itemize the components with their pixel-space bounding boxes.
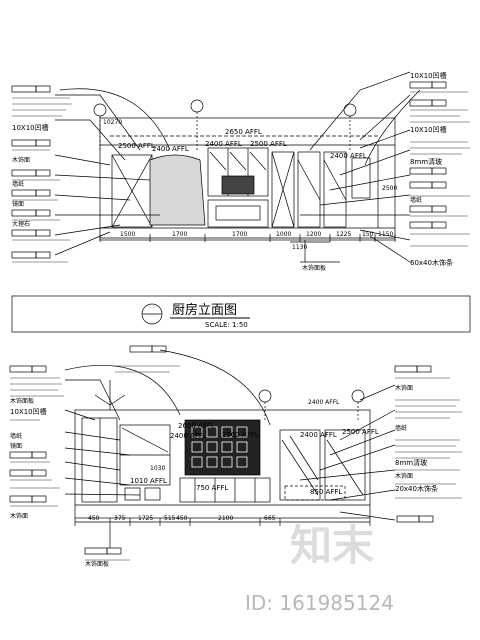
lower-ceiling-dim: 2500 AFFL bbox=[222, 431, 259, 439]
upper-base-cabinet bbox=[207, 199, 269, 228]
upper-right-note: 8mm清玻 bbox=[410, 157, 442, 166]
lower-left-note: 10X10凹槽 bbox=[10, 407, 47, 416]
upper-bottom-dim: 150 bbox=[362, 231, 374, 238]
lower-right-note: 8mm清玻 bbox=[395, 458, 427, 467]
upper-right-note: 10X10凹槽 bbox=[410, 125, 447, 134]
upper-ceiling-dim: 2500 AFFL bbox=[118, 142, 155, 150]
lower-mid-dim: 1010 AFFL bbox=[130, 477, 167, 485]
upper-left-note: 木饰面 bbox=[12, 156, 30, 164]
lower-left-note: 镜面 bbox=[10, 442, 22, 450]
upper-bottom-dim: 1700 bbox=[172, 231, 187, 238]
upper-right-door-2 bbox=[297, 151, 321, 228]
lower-bottom-dim: 450 bbox=[88, 515, 100, 522]
watermark-brand: 知末 bbox=[290, 521, 374, 570]
upper-bottom-dim: 1225 bbox=[336, 231, 351, 238]
upper-side-dim: 2500 bbox=[382, 185, 397, 192]
illegible-note-lines bbox=[12, 91, 470, 263]
lower-bottom-dim: 515 bbox=[164, 515, 176, 522]
upper-right-note: 60x40木饰条 bbox=[410, 258, 453, 267]
lower-mid-dim: 850 AFFL bbox=[310, 488, 342, 496]
upper-ceiling-dim: 2400 AFFL bbox=[330, 152, 367, 160]
lower-ceiling-dim: 2400 AFFL bbox=[300, 431, 337, 439]
lower-bottom-dim: 450 bbox=[176, 515, 188, 522]
upper-outline bbox=[99, 117, 396, 241]
lower-glass-door-2 bbox=[324, 429, 366, 501]
section-marker bbox=[93, 103, 107, 117]
upper-right-door-3 bbox=[323, 151, 347, 228]
upper-right-note: 10X10凹槽 bbox=[410, 71, 447, 80]
upper-ceiling-dim: 2400 AFFL bbox=[205, 140, 242, 148]
lower-mosaic-panel bbox=[184, 419, 261, 476]
lower-drawer-row bbox=[284, 485, 346, 501]
upper-bottom-dim: 1000 bbox=[276, 231, 291, 238]
lower-bottom-note: 木饰面板 bbox=[85, 560, 109, 568]
upper-right-note: 墙纸 bbox=[410, 196, 422, 204]
lower-outline bbox=[74, 409, 371, 519]
lower-right-note: 木饰面 bbox=[395, 384, 413, 392]
lower-mid-dim: 750 AFFL bbox=[196, 484, 228, 492]
lower-right-note: 木饰面 bbox=[395, 472, 413, 480]
watermark-id: ID: 161985124 bbox=[245, 591, 394, 615]
upper-wallpaper-area bbox=[149, 154, 206, 226]
lower-left-cabinet bbox=[81, 417, 118, 503]
lower-right-note: 20x40木饰条 bbox=[395, 484, 438, 493]
lower-bottom-dim: 1725 bbox=[138, 515, 153, 522]
section-marker bbox=[343, 103, 357, 117]
lower-ceiling-dim: 2400 AFFL bbox=[308, 399, 340, 406]
lower-counter bbox=[179, 477, 271, 503]
lower-left-note: 木饰面板 bbox=[10, 397, 34, 405]
lower-left-tags bbox=[9, 345, 167, 555]
upper-ceiling-dim: 2400 AFFL bbox=[152, 145, 189, 153]
upper-top-left-dim: 10270 bbox=[103, 119, 122, 126]
upper-bottom-note: 木饰面板 bbox=[302, 264, 326, 272]
lower-side-dim: 1030 bbox=[150, 465, 165, 472]
lower-left-note: 木饰面 bbox=[10, 512, 28, 520]
section-marker bbox=[190, 99, 204, 113]
lower-ceiling-dim: 2400 AFFL bbox=[170, 432, 207, 440]
section-marker bbox=[351, 389, 365, 403]
lower-glass-door-1 bbox=[279, 429, 321, 501]
upper-bottom-dim: 1150 bbox=[378, 231, 393, 238]
lower-bottom-dim: 375 bbox=[114, 515, 126, 522]
lower-left-note: 墙纸 bbox=[10, 432, 22, 440]
lower-right-tags bbox=[394, 365, 434, 523]
upper-bottom-dim: 1500 bbox=[120, 231, 135, 238]
upper-right-tags bbox=[409, 81, 447, 229]
upper-ceiling-dim: 2500 AFFL bbox=[250, 140, 287, 148]
upper-left-tags bbox=[11, 85, 51, 259]
upper-left-note: 大理石 bbox=[12, 220, 30, 228]
upper-right-window bbox=[351, 157, 371, 199]
upper-left-note: 镜面 bbox=[12, 200, 24, 208]
upper-bottom-dim: 1200 bbox=[306, 231, 321, 238]
lower-bottom-dim: 665 bbox=[264, 515, 276, 522]
upper-right-door-1 bbox=[271, 151, 295, 228]
upper-left-note: 10X10凹槽 bbox=[12, 123, 49, 132]
lower-ceiling-dim: 2650 AFFL bbox=[178, 422, 215, 430]
upper-range-hood bbox=[221, 175, 255, 195]
lower-elevation bbox=[64, 349, 396, 548]
lower-illegible-note-lines bbox=[10, 365, 462, 561]
lower-ceiling-dim: 2500 AFFL bbox=[342, 428, 379, 436]
title-block bbox=[11, 295, 471, 333]
lower-right-note: 墙纸 bbox=[395, 424, 407, 432]
upper-elevation bbox=[54, 71, 421, 263]
upper-left-note: 墙纸 bbox=[12, 180, 24, 188]
section-marker bbox=[258, 389, 272, 403]
drawing-scale: SCALE: 1:50 bbox=[205, 321, 248, 329]
upper-sub-dim: 1130 bbox=[292, 244, 307, 251]
upper-bottom-dim: 1700 bbox=[232, 231, 247, 238]
upper-ceiling-dim: 2650 AFFL bbox=[225, 128, 262, 136]
lower-bottom-dim: 2100 bbox=[218, 515, 233, 522]
drawing-title: 厨房立面图 bbox=[172, 302, 237, 318]
upper-upper-cabinets bbox=[207, 147, 269, 197]
